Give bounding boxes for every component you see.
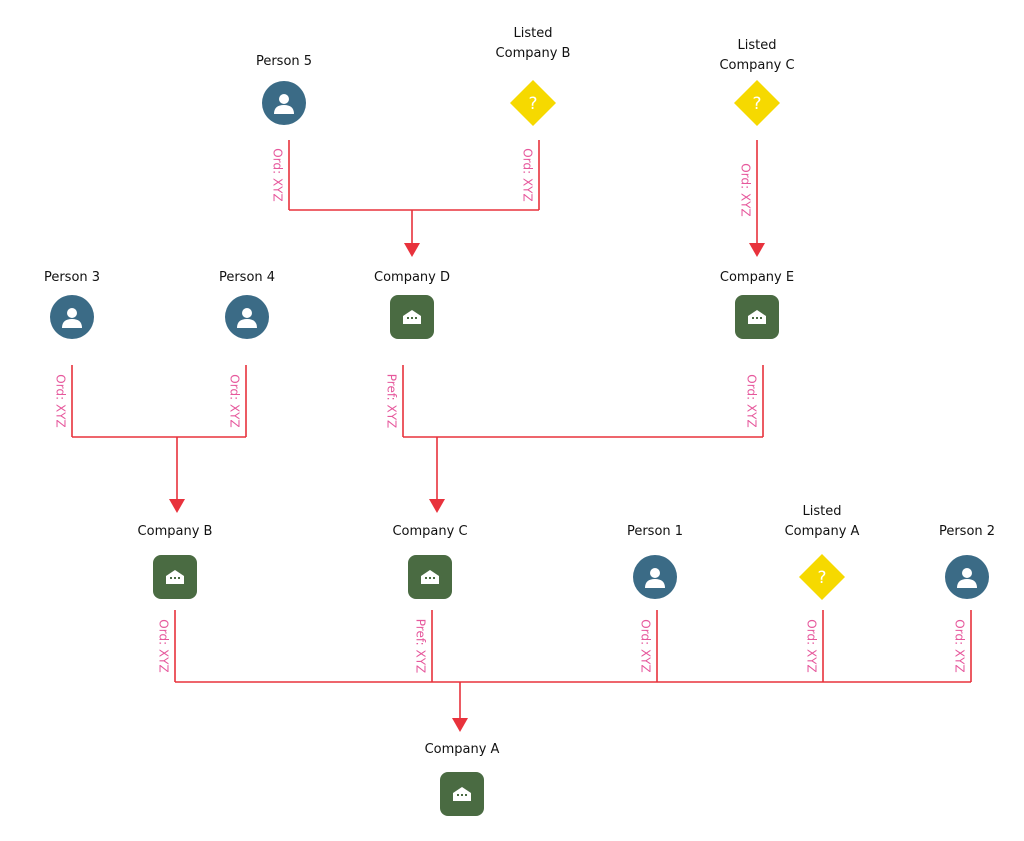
node-cc[interactable]: Company C [392, 524, 468, 599]
building-icon [748, 310, 766, 324]
listed-node-shape [734, 80, 780, 126]
node-ca[interactable]: Company A [425, 742, 500, 816]
node-p4[interactable]: Person 4 [219, 270, 275, 339]
arrowhead-icon [429, 499, 445, 513]
ownership-label: Pref: XYZ [385, 374, 399, 429]
node-label: Company B [138, 524, 213, 539]
node-label: Person 5 [256, 54, 312, 69]
node-label: Person 4 [219, 270, 275, 285]
node-label: Company A [785, 524, 860, 539]
node-p5[interactable]: Person 5 [256, 54, 312, 125]
node-label: Company A [425, 742, 500, 757]
connector-group-to-cb: Ord: XYZ Ord: XYZ [54, 365, 247, 513]
node-cb[interactable]: Company B [138, 524, 213, 599]
node-label: Company E [720, 270, 794, 285]
node-label: Listed [803, 504, 842, 519]
person-icon [62, 308, 82, 328]
node-cd[interactable]: Company D [374, 270, 450, 339]
node-label: Company B [496, 46, 571, 61]
ownership-label: Pref: XYZ [414, 619, 428, 674]
connector-group-to-ce: Ord: XYZ [739, 140, 765, 257]
question-icon: ? [752, 94, 761, 114]
question-icon: ? [528, 94, 537, 114]
node-ce[interactable]: Company E [720, 270, 794, 339]
person-icon [274, 94, 294, 114]
ownership-label: Ord: XYZ [739, 163, 753, 216]
node-label: Company C [392, 524, 467, 539]
ownership-label: Ord: XYZ [639, 619, 653, 672]
arrowhead-icon [169, 499, 185, 513]
ownership-label: Ord: XYZ [271, 148, 285, 201]
building-icon [421, 570, 439, 584]
ownership-label: Ord: XYZ [953, 619, 967, 672]
listed-node-shape [510, 80, 556, 126]
node-p2[interactable]: Person 2 [939, 524, 995, 599]
arrowhead-icon [404, 243, 420, 257]
person-icon [645, 568, 665, 588]
ownership-label: Ord: XYZ [805, 619, 819, 672]
ownership-label: Ord: XYZ [157, 619, 171, 672]
node-label: Listed [738, 38, 777, 53]
question-icon: ? [817, 568, 826, 588]
person-icon [957, 568, 977, 588]
node-label: Company D [374, 270, 450, 285]
connector-group-to-cc: Pref: XYZ Ord: XYZ [385, 365, 764, 513]
node-p1[interactable]: Person 1 [627, 524, 683, 599]
node-label: Company C [719, 58, 794, 73]
building-icon [403, 310, 421, 324]
node-label: Person 2 [939, 524, 995, 539]
node-label: Listed [514, 26, 553, 41]
connector-group-to-cd: Ord: XYZ Ord: XYZ [271, 140, 540, 257]
arrowhead-icon [749, 243, 765, 257]
connector-group-to-ca: Ord: XYZ Pref: XYZ Ord: XYZ Ord: XYZ Ord: XY… [157, 610, 972, 732]
ownership-label: Ord: XYZ [521, 148, 535, 201]
building-icon [166, 570, 184, 584]
ownership-label: Ord: XYZ [745, 374, 759, 427]
building-icon [453, 787, 471, 801]
arrowhead-icon [452, 718, 468, 732]
node-label: Person 3 [44, 270, 100, 285]
listed-node-shape [799, 554, 845, 600]
node-p3[interactable]: Person 3 [44, 270, 100, 339]
ownership-label: Ord: XYZ [228, 374, 242, 427]
person-icon [237, 308, 257, 328]
node-label: Person 1 [627, 524, 683, 539]
ownership-label: Ord: XYZ [54, 374, 68, 427]
